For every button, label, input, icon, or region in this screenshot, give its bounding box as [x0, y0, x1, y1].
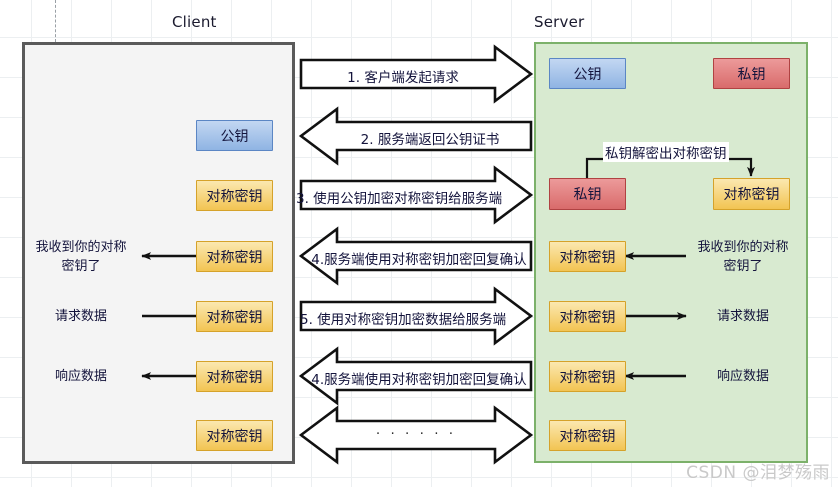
client-box-symmetric-key-2-label: 对称密钥: [206, 249, 263, 266]
client-box-symmetric-key-5-label: 对称密钥: [206, 428, 263, 445]
dashed-guide-line: [55, 0, 56, 42]
message-arrow-4: [298, 226, 533, 286]
server-note-2: 请求数据: [716, 309, 769, 324]
server-note-3: 响应数据: [716, 369, 769, 384]
message-arrow-7: [298, 405, 534, 465]
client-box-public-key[interactable]: 公钥: [196, 120, 273, 151]
client-box-symmetric-key-1-label: 对称密钥: [206, 188, 263, 205]
client-box-symmetric-key-4[interactable]: 对称密钥: [196, 361, 273, 392]
server-box-symmetric-key-1-label: 对称密钥: [723, 187, 780, 203]
client-box-symmetric-key-2[interactable]: 对称密钥: [196, 241, 273, 272]
client-box-symmetric-key-5[interactable]: 对称密钥: [196, 420, 273, 451]
client-box-symmetric-key-3[interactable]: 对称密钥: [196, 301, 273, 332]
client-box-symmetric-key-4-label: 对称密钥: [206, 369, 263, 386]
server-box-private-key-1-label: 私钥: [737, 66, 766, 83]
csdn-watermark: CSDN @泪梦殇雨: [686, 463, 830, 483]
server-box-private-key-2[interactable]: 私钥: [549, 178, 626, 210]
message-arrow-6: [298, 346, 533, 406]
client-note-1: 我收到你的对称 密钥了: [35, 240, 127, 274]
server-box-symmetric-key-1[interactable]: 对称密钥: [713, 178, 790, 210]
client-note-3: 响应数据: [54, 369, 107, 384]
server-box-symmetric-key-2[interactable]: 对称密钥: [549, 241, 626, 272]
client-box-symmetric-key-1[interactable]: 对称密钥: [196, 180, 273, 211]
server-box-symmetric-key-4-label: 对称密钥: [559, 369, 616, 386]
server-decrypt-label: 私钥解密出对称密钥: [603, 142, 729, 162]
server-box-public-key[interactable]: 公钥: [549, 58, 626, 89]
client-box-public-key-label: 公钥: [220, 128, 249, 145]
server-box-public-key-label: 公钥: [573, 66, 602, 83]
client-note-2: 请求数据: [54, 309, 107, 324]
server-box-private-key-2-label: 私钥: [573, 187, 602, 203]
message-arrow-2: [298, 106, 533, 166]
server-box-symmetric-key-3-label: 对称密钥: [559, 309, 616, 326]
server-box-symmetric-key-3[interactable]: 对称密钥: [549, 301, 626, 332]
server-note-1: 我收到你的对称 密钥了: [697, 240, 789, 274]
server-box-symmetric-key-4[interactable]: 对称密钥: [549, 361, 626, 392]
server-box-private-key-1[interactable]: 私钥: [713, 58, 790, 89]
message-arrow-1: [299, 44, 534, 104]
client-box-symmetric-key-3-label: 对称密钥: [206, 309, 263, 326]
lane-title-client: Client: [172, 13, 217, 31]
lane-title-server: Server: [534, 13, 585, 31]
message-arrow-5: [299, 286, 534, 346]
message-arrow-3: [299, 165, 534, 225]
server-box-symmetric-key-5-label: 对称密钥: [559, 428, 616, 445]
server-box-symmetric-key-5[interactable]: 对称密钥: [549, 420, 626, 451]
server-box-symmetric-key-2-label: 对称密钥: [559, 249, 616, 266]
